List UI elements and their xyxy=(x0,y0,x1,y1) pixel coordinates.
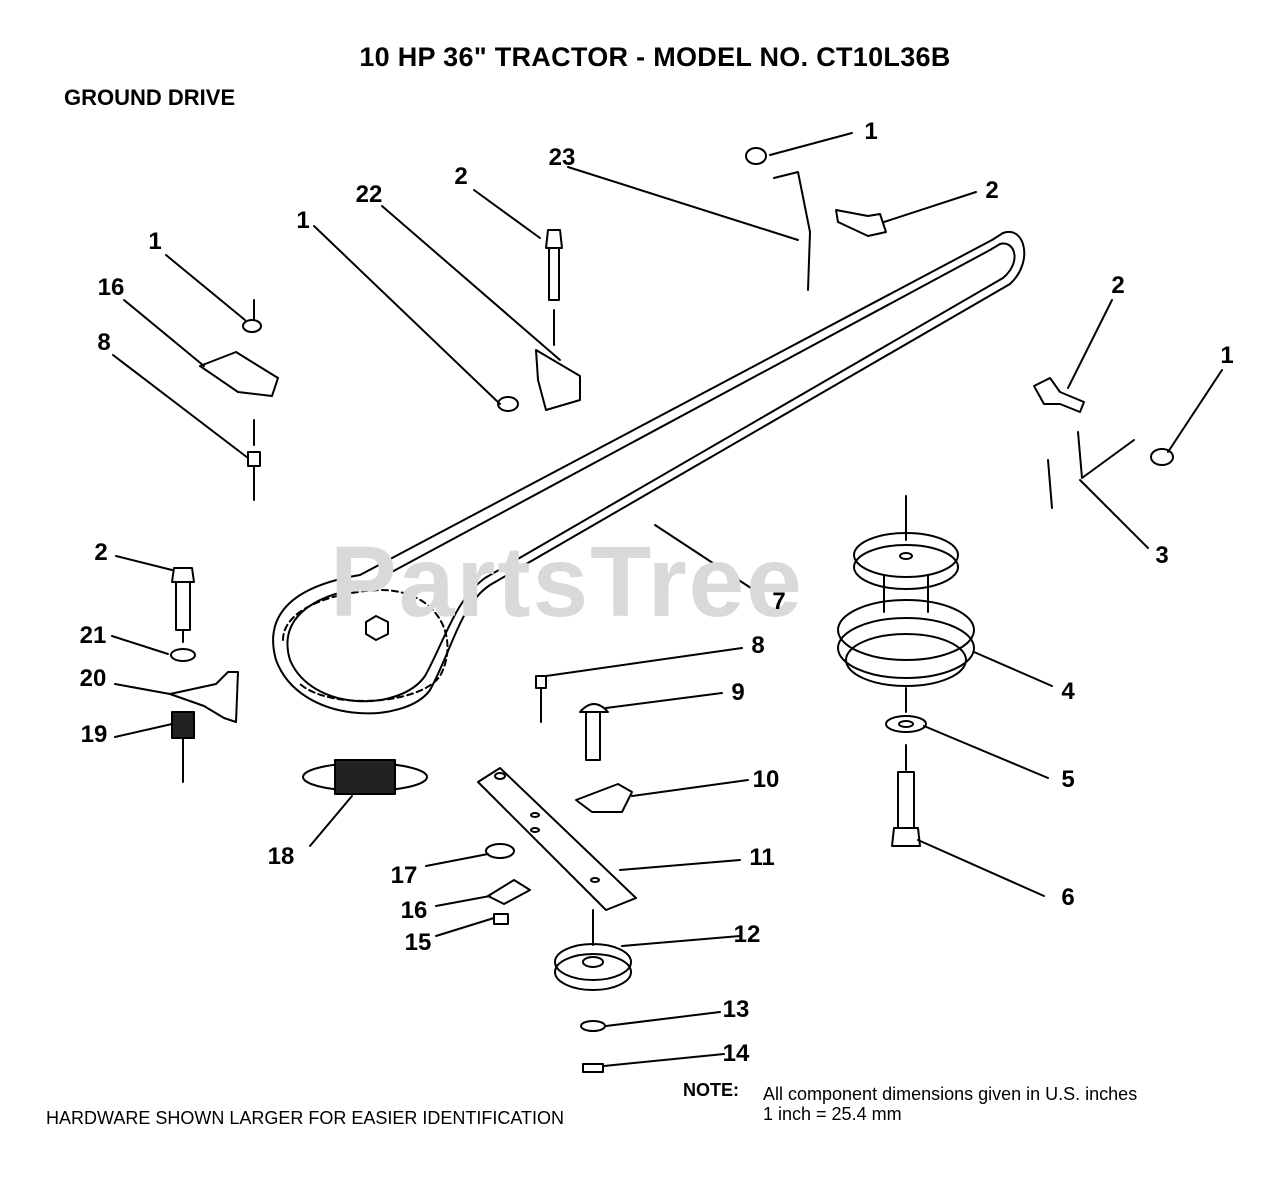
bolt-part-6 xyxy=(891,744,921,847)
callout-2: 2 xyxy=(985,177,999,204)
callout-17: 17 xyxy=(390,862,418,889)
callout-20: 20 xyxy=(79,665,107,692)
note-label: NOTE: xyxy=(683,1080,739,1100)
callout-23: 23 xyxy=(548,144,576,171)
idler-bracket-part-11 xyxy=(477,767,637,911)
callout-5: 5 xyxy=(1061,766,1075,793)
callout-19: 19 xyxy=(80,721,108,748)
leader-lines xyxy=(111,132,1223,1067)
pulley-hub xyxy=(365,615,389,641)
callout-13: 13 xyxy=(722,996,750,1023)
engine-pulley xyxy=(837,495,975,713)
idler-pulley-part-12 xyxy=(554,909,632,991)
callout-3: 3 xyxy=(1155,542,1169,569)
bolt-part-2b xyxy=(545,229,563,346)
spring-part-18 xyxy=(302,759,428,795)
callout-22: 22 xyxy=(355,181,383,208)
rod-part-23 xyxy=(745,147,811,291)
nut-part-1d xyxy=(1150,448,1174,466)
diagram-title: 10 HP 36" TRACTOR - MODEL NO. CT10L36B xyxy=(359,42,951,72)
bracket-part-22 xyxy=(535,349,581,411)
callout-1: 1 xyxy=(296,207,310,234)
callout-14: 14 xyxy=(722,1040,750,1067)
watermark: PartsTree xyxy=(330,526,804,638)
clip-part-16b xyxy=(487,879,531,905)
washer-part-17 xyxy=(485,843,515,859)
bracket-part-10 xyxy=(575,783,633,813)
callout-4: 4 xyxy=(1061,678,1075,705)
callout-1: 1 xyxy=(864,118,878,145)
nut-part-19 xyxy=(171,711,195,783)
stud-part-8a xyxy=(247,419,261,501)
callout-9: 9 xyxy=(731,679,745,706)
nut-part-1b xyxy=(497,396,519,412)
rod-part-3 xyxy=(1047,431,1135,509)
hardware-note: HARDWARE SHOWN LARGER FOR EASIER IDENTIF… xyxy=(46,1108,565,1128)
callout-8: 8 xyxy=(751,632,765,659)
section-title: GROUND DRIVE xyxy=(64,85,236,110)
washer-part-13 xyxy=(580,1020,606,1032)
bolt-part-2c xyxy=(1033,377,1085,413)
note-line-1: All component dimensions given in U.S. i… xyxy=(763,1084,1138,1104)
callout-15: 15 xyxy=(404,929,432,956)
bracket-part-20 xyxy=(169,671,239,723)
washer-part-5 xyxy=(885,715,927,733)
washer-part-21 xyxy=(170,648,196,662)
nut-part-14 xyxy=(582,1063,604,1073)
callout-16: 16 xyxy=(97,274,125,301)
callout-2: 2 xyxy=(94,539,108,566)
callout-10: 10 xyxy=(752,766,780,793)
note-line-2: 1 inch = 25.4 mm xyxy=(763,1104,902,1124)
callout-2: 2 xyxy=(1111,272,1125,299)
callout-12: 12 xyxy=(733,921,761,948)
callout-1: 1 xyxy=(148,228,162,255)
callout-18: 18 xyxy=(267,843,295,870)
callout-2: 2 xyxy=(454,163,468,190)
callout-11: 11 xyxy=(749,844,775,871)
clip-part-16a xyxy=(199,351,279,397)
callout-7: 7 xyxy=(772,588,786,615)
nut-part-1c xyxy=(242,299,262,333)
bolt-part-2d xyxy=(171,567,195,643)
bolt-part-2a xyxy=(835,209,887,237)
stud-part-8 xyxy=(535,675,547,723)
callout-21: 21 xyxy=(79,622,107,649)
callout-6: 6 xyxy=(1061,884,1075,911)
nut-part-15 xyxy=(493,913,509,925)
callout-16: 16 xyxy=(400,897,428,924)
drive-belt xyxy=(272,230,1026,715)
callout-8: 8 xyxy=(97,329,111,356)
callout-1: 1 xyxy=(1220,342,1234,369)
carriage-bolt-part-9 xyxy=(579,703,609,761)
